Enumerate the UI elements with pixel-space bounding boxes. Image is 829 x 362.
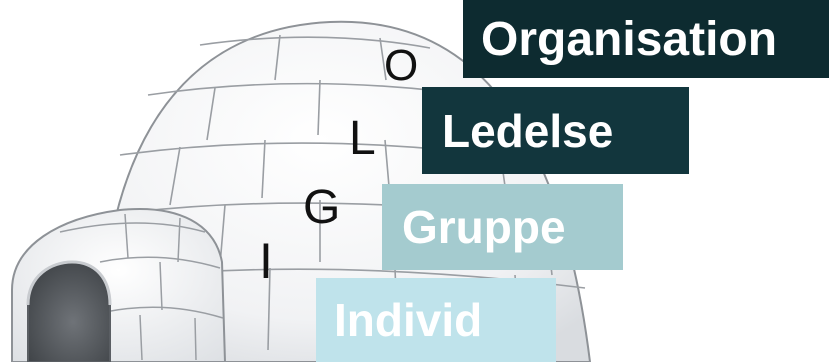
level-individ: Individ bbox=[316, 278, 556, 362]
level-gruppe: Gruppe bbox=[382, 184, 623, 270]
letter-g: G bbox=[303, 181, 341, 234]
level-ledelse-label: Ledelse bbox=[442, 104, 614, 157]
level-organisation: Organisation bbox=[463, 0, 829, 78]
level-organisation-label: Organisation bbox=[481, 12, 778, 66]
tunnel-blocks bbox=[59, 213, 224, 361]
letter-o: O bbox=[384, 41, 419, 90]
level-individ-label: Individ bbox=[334, 294, 483, 346]
level-ledelse: Ledelse bbox=[422, 87, 689, 174]
level-gruppe-label: Gruppe bbox=[402, 201, 566, 253]
letter-i: I bbox=[259, 233, 273, 289]
letter-l: L bbox=[349, 112, 376, 165]
igloo-door bbox=[27, 260, 111, 362]
